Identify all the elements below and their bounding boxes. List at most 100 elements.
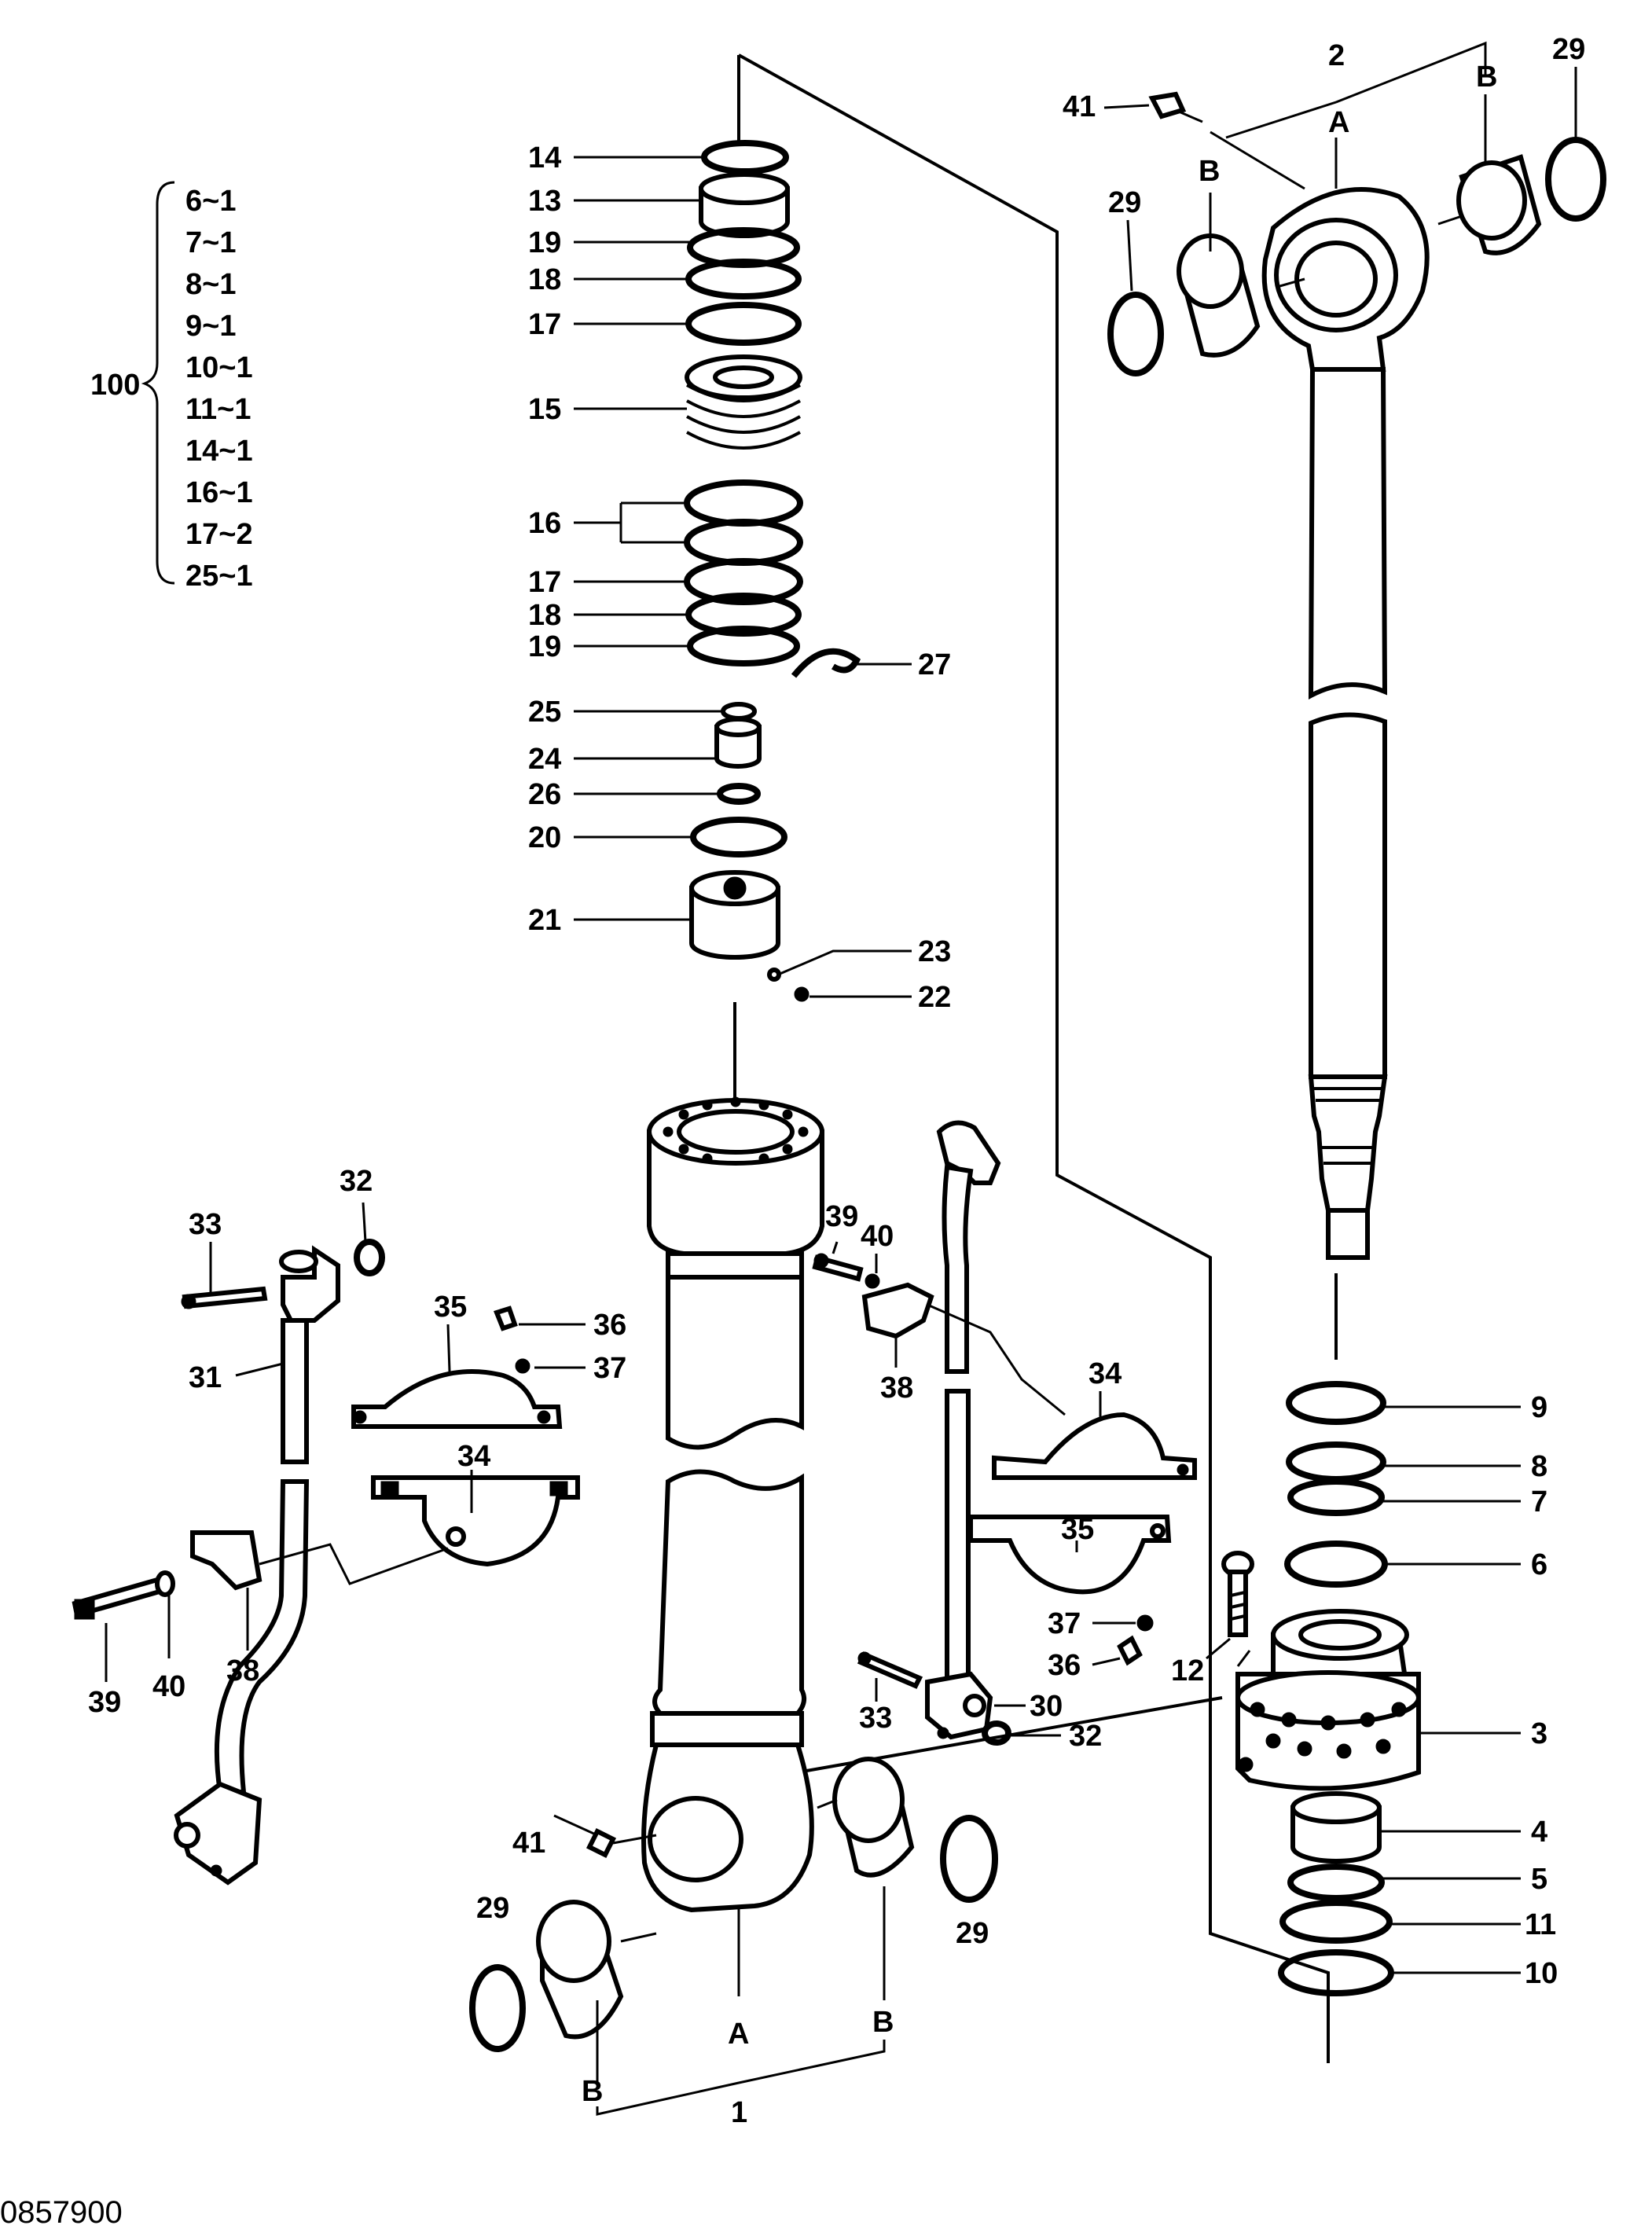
kit-item: 11~1 xyxy=(185,393,251,426)
nut-37-right xyxy=(1136,1614,1154,1632)
letter-b-top-right: B xyxy=(1476,61,1497,94)
ring-16b xyxy=(684,519,803,566)
label-23: 23 xyxy=(918,935,951,968)
left-clip-38 xyxy=(72,1530,262,1620)
label-36a: 36 xyxy=(593,1309,626,1342)
label-35a: 35 xyxy=(434,1291,467,1324)
label-15: 15 xyxy=(528,393,561,426)
rod-pin-parts xyxy=(1107,41,1606,376)
label-17: 17 xyxy=(528,308,561,341)
label-17b: 17 xyxy=(528,566,561,599)
label-37a: 37 xyxy=(593,1352,626,1385)
washer-40-left xyxy=(155,1570,175,1597)
grease-fitting-41 xyxy=(586,1827,617,1859)
piston-21 xyxy=(689,870,780,960)
rod-gland-parts xyxy=(1221,1381,1421,1996)
label-31: 31 xyxy=(189,1361,222,1394)
o-ring-32-left xyxy=(354,1239,385,1276)
label-3: 3 xyxy=(1531,1717,1547,1750)
label-10: 10 xyxy=(1525,1957,1558,1990)
seal-29-bottom-left xyxy=(469,1964,526,2052)
ring-10 xyxy=(1278,1949,1394,1996)
leader-lines-left xyxy=(105,1202,473,1682)
seal-29-bottom-right xyxy=(940,1815,998,1903)
cylinder-head-3 xyxy=(1235,1609,1421,1791)
ring-26 xyxy=(717,783,761,805)
label-34a: 34 xyxy=(457,1440,490,1473)
right-clip-38 xyxy=(812,1253,1154,1666)
leader-lines-top xyxy=(574,156,912,998)
label-34b: 34 xyxy=(1088,1357,1122,1390)
kit-item: 14~1 xyxy=(185,435,253,468)
label-11: 11 xyxy=(1525,1908,1556,1941)
washer-40-right xyxy=(865,1273,880,1289)
label-19: 19 xyxy=(528,226,561,259)
leader-lines-right xyxy=(1206,1405,1521,1974)
label-36b: 36 xyxy=(1048,1649,1081,1682)
seal-6 xyxy=(1284,1540,1388,1588)
seal-29-top-left xyxy=(1107,292,1164,376)
label-29b: 29 xyxy=(1552,33,1585,66)
label-32a: 32 xyxy=(340,1165,373,1198)
seal-8 xyxy=(1286,1441,1386,1482)
head-seal-stack xyxy=(684,140,861,1132)
label-29c: 29 xyxy=(476,1892,509,1925)
ring-25 xyxy=(721,702,757,721)
right-clamp-34-35 xyxy=(968,1412,1197,1595)
label-16: 16 xyxy=(528,507,561,540)
letter-b-bottom-right: B xyxy=(872,2006,894,2039)
label-40b: 40 xyxy=(861,1220,894,1253)
label-4: 4 xyxy=(1531,1816,1547,1849)
kit-number: 100 xyxy=(90,369,140,402)
label-9: 9 xyxy=(1531,1391,1547,1424)
label-7: 7 xyxy=(1531,1485,1547,1518)
seal-29-top-right xyxy=(1545,137,1606,222)
label-37b: 37 xyxy=(1048,1607,1081,1640)
bolt-36-right xyxy=(1117,1635,1143,1666)
bolt-12 xyxy=(1221,1551,1254,1637)
label-25: 25 xyxy=(528,696,561,729)
label-5: 5 xyxy=(1531,1863,1547,1896)
label-39b: 39 xyxy=(825,1200,858,1233)
kit-item: 6~1 xyxy=(185,185,236,218)
ring-7 xyxy=(1287,1478,1385,1516)
ring-5 xyxy=(1287,1864,1385,1901)
rod-head-15 xyxy=(685,354,802,450)
letter-a-top: A xyxy=(1328,106,1349,139)
seal-9 xyxy=(1286,1381,1386,1425)
label-39a: 39 xyxy=(88,1686,121,1719)
label-12: 12 xyxy=(1171,1654,1204,1687)
leader-lines-right-pipe xyxy=(832,1241,1136,1737)
drawing-code: 0857900 xyxy=(0,2195,123,2229)
kit-item: 25~1 xyxy=(185,560,253,593)
label-38b: 38 xyxy=(880,1372,913,1405)
grease-fitting-41-top xyxy=(1148,91,1187,119)
label-21: 21 xyxy=(528,904,561,937)
label-18: 18 xyxy=(528,263,561,296)
label-27: 27 xyxy=(918,648,951,681)
bolt-33-left xyxy=(182,1286,268,1309)
label-1: 1 xyxy=(731,2096,747,2129)
left-clamp-34-35 xyxy=(351,1369,580,1567)
label-41a: 41 xyxy=(1063,90,1096,123)
label-2: 2 xyxy=(1328,39,1345,72)
dust-wiper-14 xyxy=(701,140,789,174)
left-pipe-31 xyxy=(174,1239,385,1886)
label-29d: 29 xyxy=(956,1917,989,1950)
label-41b: 41 xyxy=(512,1827,545,1860)
bottom-pin-parts xyxy=(469,1757,998,2122)
label-33b: 33 xyxy=(859,1702,892,1735)
kit-bracket: 100 6~1 7~1 8~1 9~1 10~1 11~1 14~1 16~1 … xyxy=(90,181,253,593)
kit-item: 8~1 xyxy=(185,268,236,301)
left-bolt-nut xyxy=(494,1305,586,1374)
label-33a: 33 xyxy=(189,1208,222,1241)
letter-a-bottom: A xyxy=(728,2018,749,2051)
label-22: 22 xyxy=(918,981,951,1014)
label-29a: 29 xyxy=(1108,186,1141,219)
label-13: 13 xyxy=(528,185,561,218)
label-35b: 35 xyxy=(1061,1513,1094,1546)
ball-23 xyxy=(767,968,781,982)
screw-22 xyxy=(794,986,809,1002)
